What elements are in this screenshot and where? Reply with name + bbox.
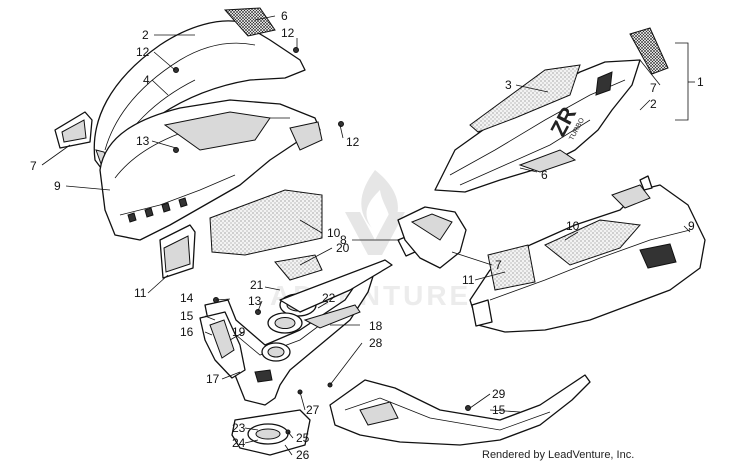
callout-13: 13 <box>136 134 150 148</box>
callout-7: 7 <box>495 258 502 272</box>
callout-4: 4 <box>143 73 150 87</box>
callout-21: 21 <box>250 278 264 292</box>
callout-23: 23 <box>232 421 246 435</box>
callout-7: 7 <box>30 159 37 173</box>
callout-20: 20 <box>336 241 350 255</box>
callout-24: 24 <box>232 436 246 450</box>
leader-lines <box>41 15 695 456</box>
callout-26: 26 <box>296 448 310 462</box>
callout-11: 11 <box>462 273 475 287</box>
callout-2: 2 <box>650 97 657 111</box>
callout-16: 16 <box>180 325 194 339</box>
callout-13: 12 <box>281 26 295 40</box>
callout-9: 9 <box>688 219 695 233</box>
callout-12: 12 <box>136 45 150 59</box>
right-side-panel <box>434 59 641 193</box>
left-mesh-vent <box>223 7 276 37</box>
callout-5: 6 <box>541 168 548 182</box>
callout-28: 28 <box>369 336 383 350</box>
callout-labels: 2 12 4 13 6 12 12 7 9 10 11 20 21 14 13 … <box>30 9 704 462</box>
belly-foam-pad <box>274 254 323 281</box>
bottom-right-rail <box>329 374 591 446</box>
left-small-pad <box>159 224 196 279</box>
callout-9: 9 <box>54 179 61 193</box>
left-side-bracket <box>54 111 93 149</box>
left-hood-body <box>99 99 323 241</box>
callout-2: 2 <box>142 28 149 42</box>
callout-10: 10 <box>327 226 341 240</box>
callout-27: 27 <box>306 403 320 417</box>
right-small-pad <box>487 244 536 291</box>
callout-29: 29 <box>492 387 506 401</box>
callout-18: 19 <box>232 325 246 339</box>
callout-3: 3 <box>505 78 512 92</box>
belly-side-bracket <box>199 311 246 379</box>
callout-11: 11 <box>134 286 147 300</box>
callout-13: 13 <box>248 294 262 308</box>
callout-10: 10 <box>566 219 580 233</box>
callout-17: 17 <box>206 372 220 386</box>
credit-text: Rendered by LeadVenture, Inc. <box>482 449 635 461</box>
callout-22: 22 <box>322 291 336 305</box>
callout-15: 15 <box>492 403 506 417</box>
belly-skid-plate <box>231 409 311 456</box>
right-mesh-vent <box>629 27 669 75</box>
belly-pan-rail <box>279 259 393 329</box>
callout-25: 25 <box>296 431 310 445</box>
callout-15: 15 <box>180 309 194 323</box>
callout-6: 6 <box>281 9 288 23</box>
left-foam-pad <box>209 189 323 256</box>
callout-19: 18 <box>369 319 383 333</box>
right-vent-cover <box>397 206 467 269</box>
callout-6: 7 <box>650 81 657 95</box>
callout-14: 14 <box>180 291 194 305</box>
callout-12: 12 <box>346 135 360 149</box>
right-hood-lower <box>469 175 706 333</box>
callout-8: 8 <box>340 233 347 247</box>
callout-1: 1 <box>697 75 704 89</box>
